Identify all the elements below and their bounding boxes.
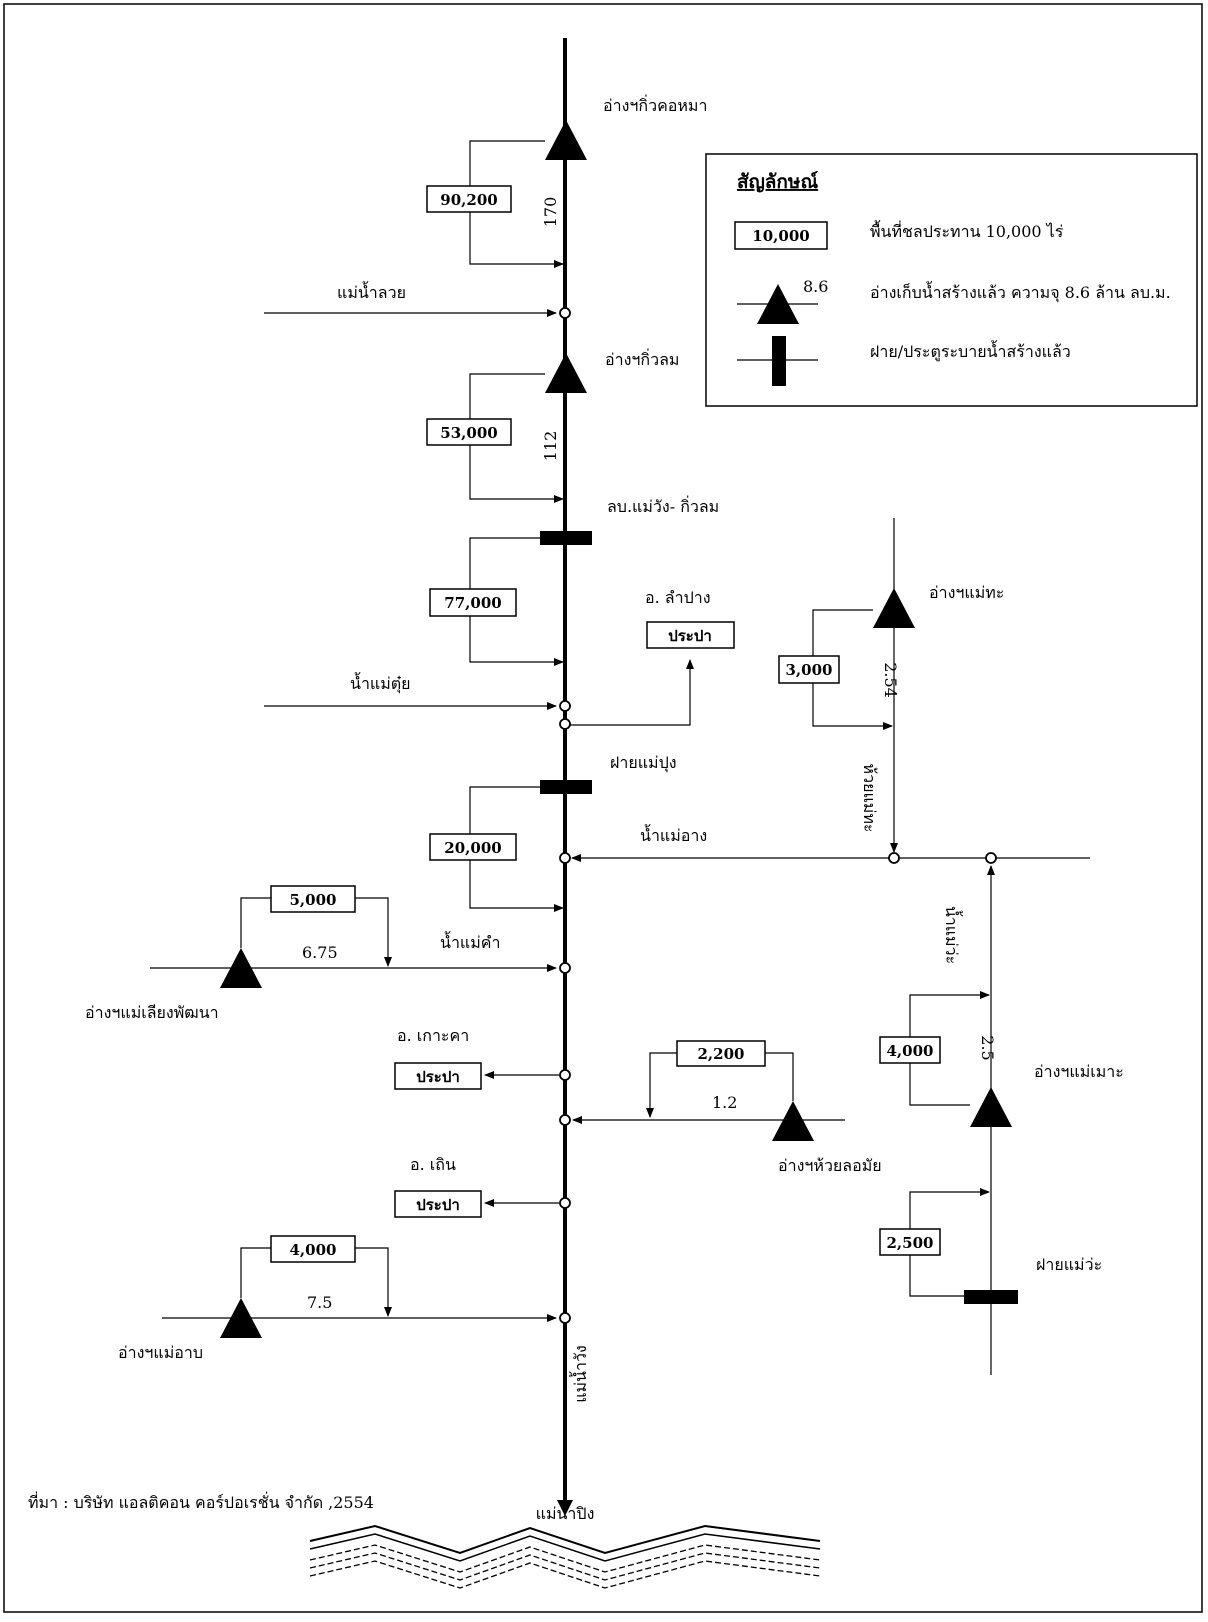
water-supply-thoen-box (394, 1190, 482, 1218)
weir-mae-pung-icon (540, 780, 592, 794)
water-supply-thoen-label: ประปา (416, 1196, 460, 1214)
capacity-label-5: 1.2 (712, 1093, 737, 1112)
main-river-arrow (557, 1500, 573, 1516)
legend-frame (705, 153, 1198, 407)
weir-mae-wa-label: ฝายแม่ว่ะ (1036, 1255, 1102, 1274)
lampang-supply-connector (570, 659, 694, 726)
junction-node-1 (559, 307, 571, 319)
legend-title: สัญลักษณ์ (737, 171, 818, 193)
area-box-8-value: 4,000 (290, 1241, 337, 1259)
outer-frame (3, 3, 1203, 1613)
dam-mae-tha-icon (873, 588, 915, 628)
legend-dam-desc: อ่างเก็บน้ำสร้างแล้ว ความจุ 8.6 ล้าน ลบ.… (870, 281, 1171, 303)
junction-node-9 (559, 1114, 571, 1126)
river-huai-mae-tha-label: ห้วยแม่ทะ (860, 764, 879, 833)
legend-area-box-value: 10,000 (752, 227, 809, 245)
area-box-3-value: 77,000 (444, 594, 501, 612)
legend-weir-desc: ฝาย/ประตูระบายน้ำสร้างแล้ว (870, 340, 1071, 362)
junction-node-10 (559, 1197, 571, 1209)
area-box-1 (426, 185, 512, 213)
district-ko-kha-label: อ. เกาะคา (397, 1026, 469, 1045)
river-nam-mae-kham-label: น้ำแม่คำ (440, 931, 500, 952)
legend-area-box (734, 221, 828, 250)
legend-weir-icon (772, 336, 786, 386)
area-box-2 (426, 418, 512, 446)
dam-kiw-kho-ma-label: อ่างฯกิ่วคอหมา (603, 94, 707, 115)
area-box-9-value: 4,000 (887, 1042, 934, 1060)
district-lampang-label: อ. ลำปาง (645, 588, 711, 607)
weir-kiw-lom-project-label: ลบ.แม่วัง- กิ่วลม (607, 495, 719, 516)
water-supply-ko-kha-label: ประปา (416, 1068, 460, 1086)
ping-river-zigzag (309, 1524, 821, 1589)
capacity-label-4: 6.75 (302, 943, 338, 962)
legend-dam-value: 8.6 (803, 277, 828, 296)
river-nam-mae-ang-label: น้ำแม่อาง (640, 824, 707, 845)
dam-huai-lomai-icon (772, 1101, 814, 1141)
weir-mae-wa-icon (964, 1290, 1018, 1304)
junction-node-7 (559, 962, 571, 974)
capacity-label-7: 7.5 (307, 1293, 332, 1312)
junction-node-3 (559, 718, 571, 730)
area-box-10-value: 2,500 (887, 1234, 934, 1252)
dam-huai-lomai-label: อ่างฯห้วยลอมัย (778, 1156, 882, 1175)
dam-kiw-lom-label: อ่างฯกิ่วลม (605, 348, 679, 369)
weir-mae-pung-label: ฝายแม่ปุง (610, 753, 677, 773)
source-note: ที่มา : บริษัท แอลติคอน คอร์ปอเรชั่น จำก… (28, 1491, 374, 1512)
dam-mae-mo-label: อ่างฯแม่เมาะ (1034, 1062, 1124, 1081)
capacity-label-3: 2.54 (881, 662, 900, 698)
dam-kiw-lom-icon (545, 353, 587, 393)
capacity-label-6: 2.5 (978, 1035, 997, 1060)
dam-mae-lieng-icon (220, 948, 262, 988)
water-supply-lampang-label: ประปา (668, 627, 712, 645)
dam-mae-lieng-label: อ่างฯแม่เลียงพัฒนา (85, 1003, 219, 1022)
river-mae-nam-ping-label: แม่น้ำปิง (536, 1502, 595, 1523)
weir-kiw-lom-project-icon (540, 531, 592, 545)
junction-node-6 (985, 852, 997, 864)
river-nam-mae-wa-label: น้ำแม่ว่ะ (942, 906, 963, 964)
area-box-5 (429, 833, 517, 861)
dam-mae-arb-label: อ่างฯแม่อาบ (118, 1343, 203, 1362)
dam-mae-tha-label: อ่างฯแม่ทะ (929, 583, 1004, 602)
district-thoen-label: อ. เถิน (410, 1155, 456, 1174)
dam-mae-mo-icon (970, 1087, 1012, 1127)
area-box-7 (676, 1040, 766, 1067)
area-box-4 (778, 655, 840, 684)
area-box-6 (270, 885, 356, 913)
area-box-7-value: 2,200 (698, 1045, 745, 1063)
area-box-9 (879, 1036, 941, 1064)
junction-node-8 (559, 1069, 571, 1081)
junction-node-11 (559, 1312, 571, 1324)
area-box-3 (429, 588, 517, 617)
legend: สัญลักษณ์ 10,000 พื้นที่ชลประทาน 10,000 … (705, 153, 1198, 407)
capacity-label-1: 170 (541, 197, 560, 228)
junction-node-5 (888, 852, 900, 864)
area-box-6-value: 5,000 (290, 891, 337, 909)
river-nam-mae-tui-label: น้ำแม่ตุ๋ย (350, 672, 411, 694)
capacity-label-2: 112 (541, 431, 560, 462)
area-box-4-value: 3,000 (786, 661, 833, 679)
water-supply-ko-kha-box (394, 1062, 482, 1090)
legend-dam-icon (757, 284, 799, 324)
area-box-10 (879, 1228, 941, 1256)
river-mae-nam-luai-label: แม่น้ำลวย (337, 281, 406, 302)
junction-node-2 (559, 700, 571, 712)
junction-node-4 (559, 852, 571, 864)
area-box-2-value: 53,000 (440, 424, 497, 442)
area-box-8 (270, 1235, 356, 1263)
dam-kiw-kho-ma-icon (545, 120, 587, 160)
area-box-1-value: 90,200 (440, 191, 497, 209)
dam-mae-arb-icon (220, 1298, 262, 1338)
area-box-5-value: 20,000 (444, 839, 501, 857)
water-supply-lampang-box (646, 621, 735, 649)
legend-area-desc: พื้นที่ชลประทาน 10,000 ไร่ (870, 220, 1064, 241)
river-mae-nam-wang-label: แม่น้ำวัง (569, 1345, 590, 1403)
